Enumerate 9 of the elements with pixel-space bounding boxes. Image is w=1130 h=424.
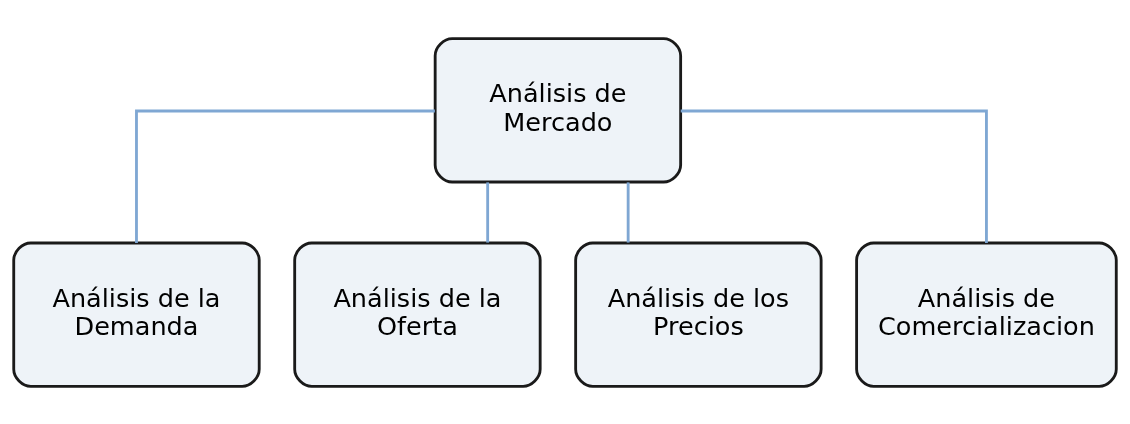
- node-box: Análisis de Comercializacion: [855, 241, 1118, 388]
- node-box: Análisis de la Oferta: [293, 241, 542, 388]
- connector: [626, 181, 630, 243]
- node-box: Análisis de Mercado: [433, 36, 683, 183]
- node-box: Análisis de los Precios: [574, 241, 823, 388]
- connector: [680, 109, 988, 243]
- connector: [486, 181, 490, 243]
- node-box: Análisis de la Demanda: [12, 241, 261, 388]
- connector: [135, 109, 435, 243]
